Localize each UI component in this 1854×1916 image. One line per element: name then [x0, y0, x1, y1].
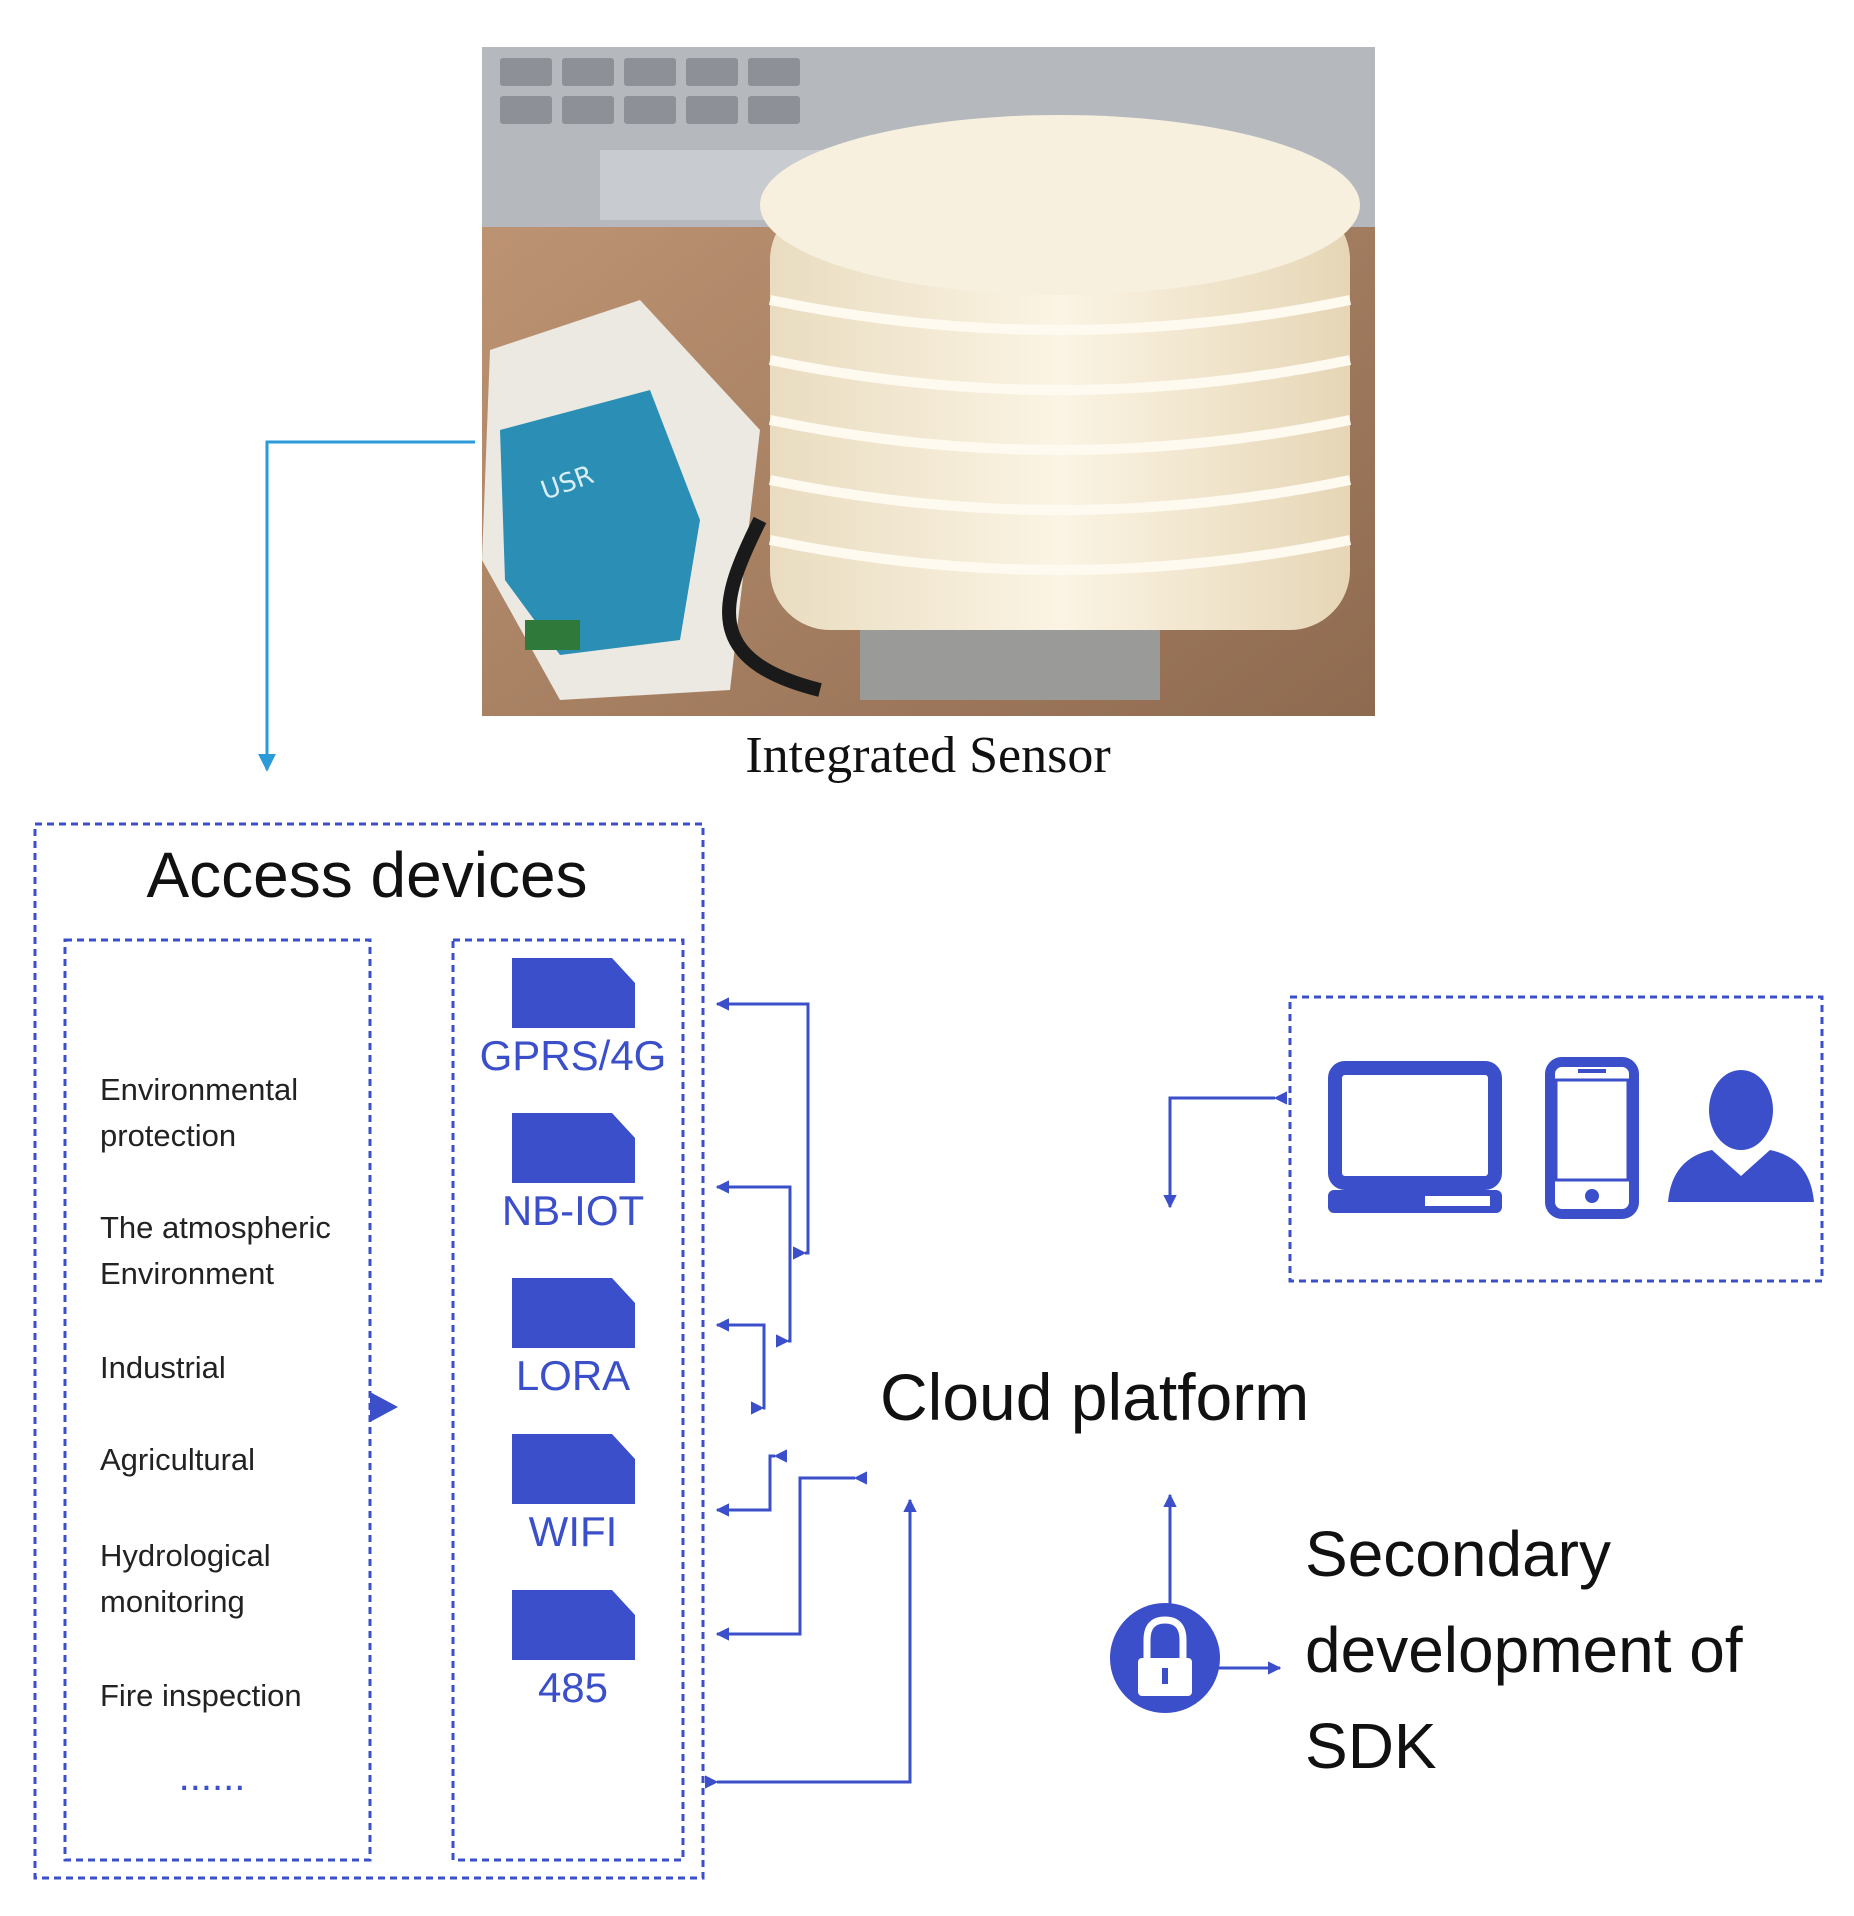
application-item-line: Fire inspection	[100, 1678, 302, 1713]
access-device-box: USR	[482, 300, 760, 700]
smartphone-icon	[1545, 1057, 1639, 1219]
connector-gprs	[715, 997, 810, 1260]
application-item: Agricultural	[100, 1442, 255, 1477]
application-item-line: protection	[100, 1118, 236, 1153]
connector-lines	[704, 997, 1288, 1789]
sdk-section: Secondary development of SDK	[1110, 1518, 1743, 1782]
radiation-shield	[760, 115, 1360, 630]
sdk-label-line: SDK	[1305, 1710, 1437, 1782]
sdk-label-line: development of	[1305, 1614, 1743, 1686]
module-card-icon	[512, 958, 635, 1028]
terminals-panel	[1288, 995, 1824, 1283]
application-item: Fire inspection	[100, 1678, 302, 1713]
module-label: NB-IOT	[502, 1187, 644, 1234]
lock-icon	[1110, 1603, 1220, 1713]
connector-sdk-channel	[704, 1498, 917, 1789]
application-item-line: Environment	[100, 1256, 274, 1291]
module-label: GPRS/4G	[480, 1032, 667, 1079]
application-item-line: Industrial	[100, 1350, 226, 1385]
sensor-cable	[722, 516, 822, 697]
module-label: LORA	[516, 1352, 630, 1399]
access-devices-frame	[33, 822, 705, 1880]
module-card-icon	[512, 1278, 635, 1348]
application-item-line: Environmental	[100, 1072, 298, 1107]
sdk-label: Secondary development of SDK	[1305, 1518, 1743, 1782]
module-label: WIFI	[529, 1508, 618, 1555]
application-item: Hydrological monitoring	[100, 1538, 271, 1619]
laptop-icon	[1328, 1061, 1502, 1213]
application-item-line: Hydrological	[100, 1538, 271, 1573]
user-icon	[1668, 1070, 1814, 1202]
module-card-icon	[512, 1113, 635, 1183]
application-item-line: Agricultural	[100, 1442, 255, 1477]
application-item: Environmental protection	[100, 1072, 298, 1153]
connector-terminals	[1163, 1091, 1288, 1209]
module-card-icon	[512, 1590, 635, 1660]
module-card-icon	[512, 1434, 635, 1504]
cloud-platform-label: Cloud platform	[880, 1360, 1309, 1434]
application-item: Industrial	[100, 1350, 226, 1385]
sdk-label-text: Secondary development of SDK	[1305, 1518, 1743, 1782]
connector-wifi	[715, 1449, 788, 1517]
connector-nbiot	[715, 1180, 792, 1348]
sensor-photo: USR Integrated Sensor	[482, 47, 1375, 784]
module-list: GPRS/4G NB-IOT LORA WIFI 485	[480, 958, 667, 1711]
photo-to-access-arrow	[258, 440, 475, 772]
connector-lora	[715, 1318, 766, 1415]
access-devices-title: Access devices	[146, 839, 587, 911]
module-list-frame	[451, 938, 685, 1862]
access-devices-panel: Access devices Environmental protectionTh…	[33, 822, 705, 1880]
application-item-line: monitoring	[100, 1584, 245, 1619]
connector-485	[715, 1471, 868, 1641]
module-label: 485	[538, 1664, 608, 1711]
application-ellipsis: ......	[179, 1755, 246, 1799]
photo-caption: Integrated Sensor	[745, 727, 1110, 784]
list-to-module-arrow	[370, 1392, 398, 1422]
keyboard-keys	[500, 58, 800, 124]
terminals-frame	[1288, 995, 1824, 1283]
application-item-line: The atmospheric	[100, 1210, 331, 1245]
sdk-label-line: Secondary	[1305, 1518, 1611, 1590]
